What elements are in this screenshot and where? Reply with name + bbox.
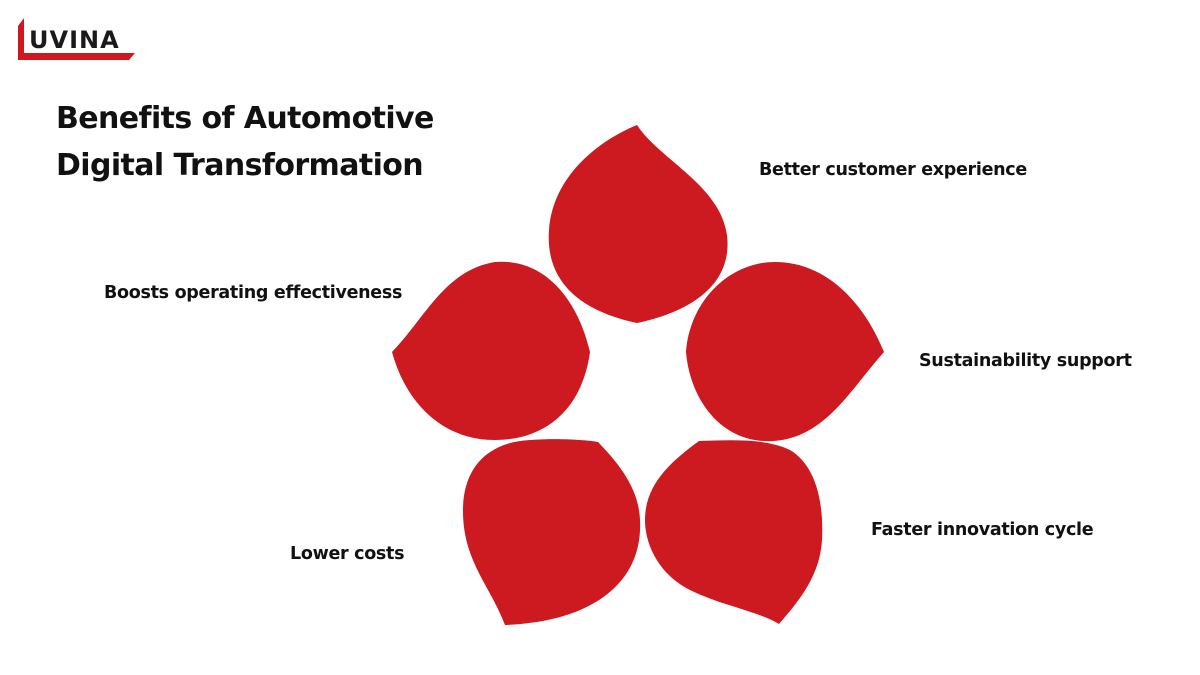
page-title: Benefits of Automotive Digital Transform… bbox=[56, 95, 434, 189]
petal-right bbox=[686, 262, 884, 442]
petal-bottom-right bbox=[645, 440, 823, 624]
title-line-2: Digital Transformation bbox=[56, 148, 424, 183]
logo-text: UVINA bbox=[29, 26, 120, 54]
benefit-label-left: Boosts operating effectiveness bbox=[104, 283, 403, 303]
petal-top bbox=[548, 125, 728, 323]
benefit-label-bottom-left: Lower costs bbox=[290, 544, 405, 564]
title-line-1: Benefits of Automotive bbox=[56, 101, 434, 136]
benefit-label-top: Better customer experience bbox=[759, 160, 1027, 180]
benefit-label-right: Sustainability support bbox=[919, 351, 1132, 371]
uvina-logo: UVINA bbox=[17, 16, 137, 62]
petal-bottom-left bbox=[462, 439, 641, 625]
logo-bracket-icon bbox=[18, 18, 135, 60]
benefit-label-bottom-right: Faster innovation cycle bbox=[871, 520, 1094, 540]
petal-left bbox=[392, 261, 590, 440]
